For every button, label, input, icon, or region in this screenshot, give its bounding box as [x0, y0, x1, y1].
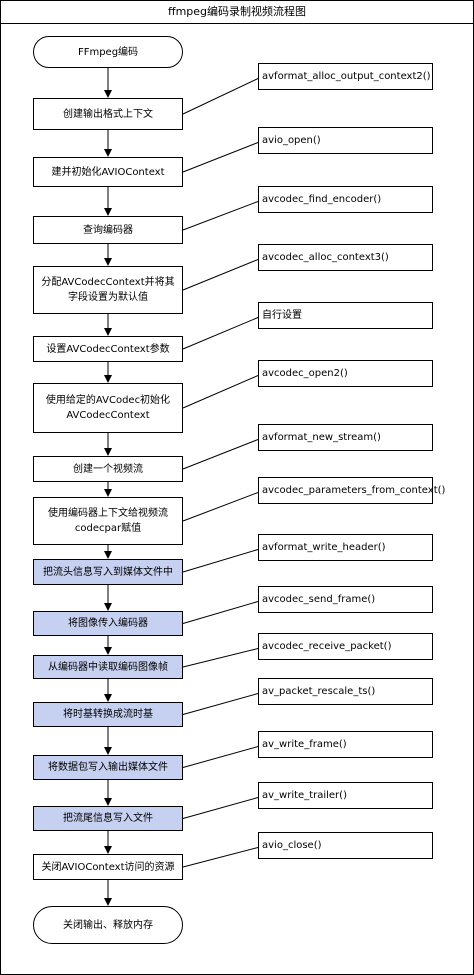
step-box-label: 创建输出格式上下文: [63, 108, 153, 120]
step-box-label: 设置AVCodecContext参数: [46, 343, 170, 355]
diagram-title: ffmpeg编码录制视频流程图: [0, 0, 474, 24]
api-note-label: avcodec_open2(): [262, 368, 348, 379]
api-note-label: avcodec_send_frame(): [262, 594, 376, 605]
step-box-label: 创建一个视频流: [73, 463, 143, 475]
start-terminal-label: FFmpeg编码: [77, 46, 139, 58]
step-box-label: 将数据包写入输出媒体文件: [48, 762, 168, 773]
api-note-label: av_packet_rescale_ts(): [262, 686, 376, 697]
step-box: 从编码器中读取编码图像帧: [33, 655, 183, 679]
step-box: 使用编码器上下文给视频流codecpar赋值: [33, 497, 183, 545]
note-connector: [182, 492, 259, 522]
step-box: 把流头信息写入到媒体文件中: [33, 559, 183, 585]
step-box-label: 使用给定的AVCodec初始化AVCodecContext: [45, 395, 171, 421]
api-note: av_write_frame(): [258, 731, 433, 758]
step-box-label: 把流头信息写入到媒体文件中: [43, 566, 173, 578]
api-note-label: avio_close(): [262, 840, 322, 851]
api-note: avformat_new_stream(): [258, 424, 433, 451]
note-connector: [182, 439, 259, 470]
api-note-label: avcodec_receive_packet(): [262, 641, 392, 652]
api-note-label: avcodec_alloc_context3(): [262, 252, 389, 263]
step-box: 将图像传入编码器: [33, 611, 183, 636]
api-note: avcodec_receive_packet(): [258, 633, 433, 660]
step-box: 创建输出格式上下文: [33, 98, 183, 130]
api-note: avcodec_open2(): [258, 360, 433, 387]
step-box: 关闭AVIOContext访问的资源: [33, 854, 183, 880]
api-note: avio_open(): [258, 127, 433, 154]
api-note: avcodec_find_encoder(): [258, 186, 433, 213]
step-box: 将时基转换成流时基: [33, 702, 183, 727]
step-box: 创建一个视频流: [33, 456, 183, 482]
step-box: 设置AVCodecContext参数: [33, 336, 183, 362]
step-box-label: 分配AVCodecContext并将其字段设置为默认值: [41, 277, 175, 303]
api-note-label: avformat_alloc_output_context2(): [262, 71, 431, 82]
api-note-label: av_write_frame(): [262, 739, 347, 750]
api-note-label: av_write_trailer(): [262, 790, 347, 801]
step-box-label: 将图像传入编码器: [68, 618, 148, 629]
note-connector: [182, 648, 259, 668]
step-box: 建并初始化AVIOContext: [33, 157, 183, 187]
end-terminal-label: 关闭输出、释放内存: [63, 919, 153, 931]
step-box-label: 从编码器中读取编码图像帧: [48, 661, 168, 673]
step-box-label: 查询编码器: [83, 224, 133, 236]
note-connector: [182, 797, 259, 819]
api-note-label: 自行设置: [262, 310, 302, 321]
api-note: avformat_alloc_output_context2(): [258, 63, 433, 90]
step-box-label: 使用编码器上下文给视频流codecpar赋值: [48, 508, 168, 534]
note-connector: [182, 693, 259, 715]
api-note: avio_close(): [258, 832, 433, 859]
note-connector: [182, 78, 259, 115]
note-connector: [182, 375, 259, 409]
note-connector: [182, 746, 259, 768]
step-box-label: 将时基转换成流时基: [63, 709, 153, 720]
end-terminal: 关闭输出、释放内存: [33, 906, 183, 944]
api-note: av_packet_rescale_ts(): [258, 678, 433, 705]
note-connector: [182, 601, 259, 624]
api-note-label: avcodec_parameters_from_context(): [262, 485, 446, 496]
api-note: avcodec_send_frame(): [258, 586, 433, 613]
step-box: 使用给定的AVCodec初始化AVCodecContext: [33, 383, 183, 433]
step-box: 分配AVCodecContext并将其字段设置为默认值: [33, 266, 183, 314]
api-note: 自行设置: [258, 302, 433, 329]
step-box-label: 关闭AVIOContext访问的资源: [41, 861, 175, 873]
step-box: 把流尾信息写入文件: [33, 806, 183, 831]
note-connector: [182, 847, 259, 868]
api-note: avformat_write_header(): [258, 534, 433, 561]
api-note-label: avcodec_find_encoder(): [262, 194, 382, 205]
start-terminal: FFmpeg编码: [33, 36, 183, 68]
note-connector: [182, 317, 259, 350]
step-box: 将数据包写入输出媒体文件: [33, 755, 183, 780]
note-connector: [182, 201, 259, 231]
api-note: avcodec_alloc_context3(): [258, 244, 433, 271]
api-note: avcodec_parameters_from_context(): [258, 477, 445, 504]
note-connector: [182, 142, 259, 173]
step-box-label: 建并初始化AVIOContext: [51, 166, 165, 178]
note-connector: [182, 549, 259, 573]
api-note-label: avformat_new_stream(): [262, 432, 381, 443]
api-note-label: avformat_write_header(): [262, 542, 386, 553]
step-box-label: 把流尾信息写入文件: [63, 813, 153, 824]
step-box: 查询编码器: [33, 216, 183, 244]
api-note-label: avio_open(): [262, 135, 321, 146]
api-note: av_write_trailer(): [258, 782, 433, 809]
note-connector: [182, 259, 259, 291]
